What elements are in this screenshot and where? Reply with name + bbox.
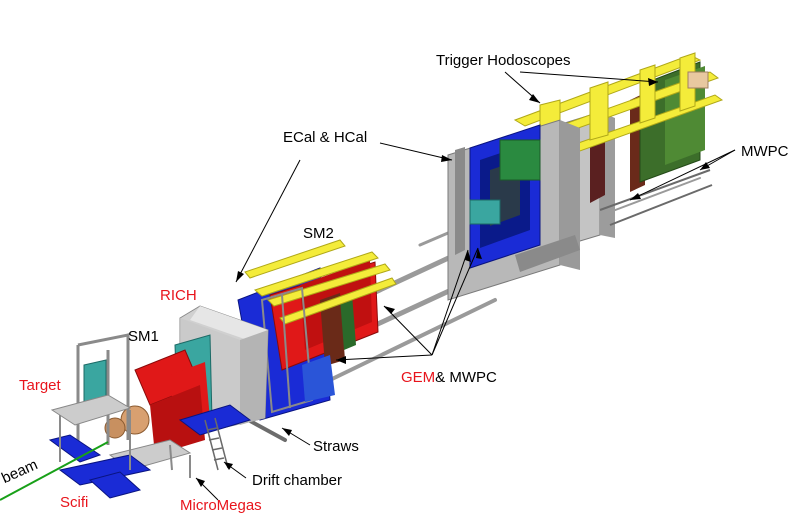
- label-straws: Straws: [313, 438, 359, 455]
- target-station: [48, 333, 252, 499]
- calorimeter-station: [447, 119, 580, 301]
- label-mwpc: MWPC: [741, 143, 789, 160]
- label-ecal-hcal: ECal & HCal: [283, 129, 368, 146]
- callout-arrows: [195, 71, 736, 501]
- label-gem: GEM: [401, 369, 436, 386]
- label-target: Target: [19, 377, 61, 394]
- label-gem-mwpc-suffix: & MWPC: [435, 369, 497, 386]
- label-scifi: Scifi: [60, 494, 89, 511]
- label-rich: RICH: [160, 287, 197, 304]
- label-micromegas: MicroMegas: [180, 497, 262, 514]
- label-sm1: SM1: [128, 328, 159, 345]
- beam-line: [0, 441, 109, 501]
- callout-arrowheads: [196, 78, 710, 487]
- label-gem-mwpc: GEM& MWPC: [401, 369, 497, 386]
- label-sm2: SM2: [303, 225, 334, 242]
- label-trigger-hodoscopes: Trigger Hodoscopes: [436, 52, 571, 69]
- label-drift-chamber: Drift chamber: [252, 472, 343, 489]
